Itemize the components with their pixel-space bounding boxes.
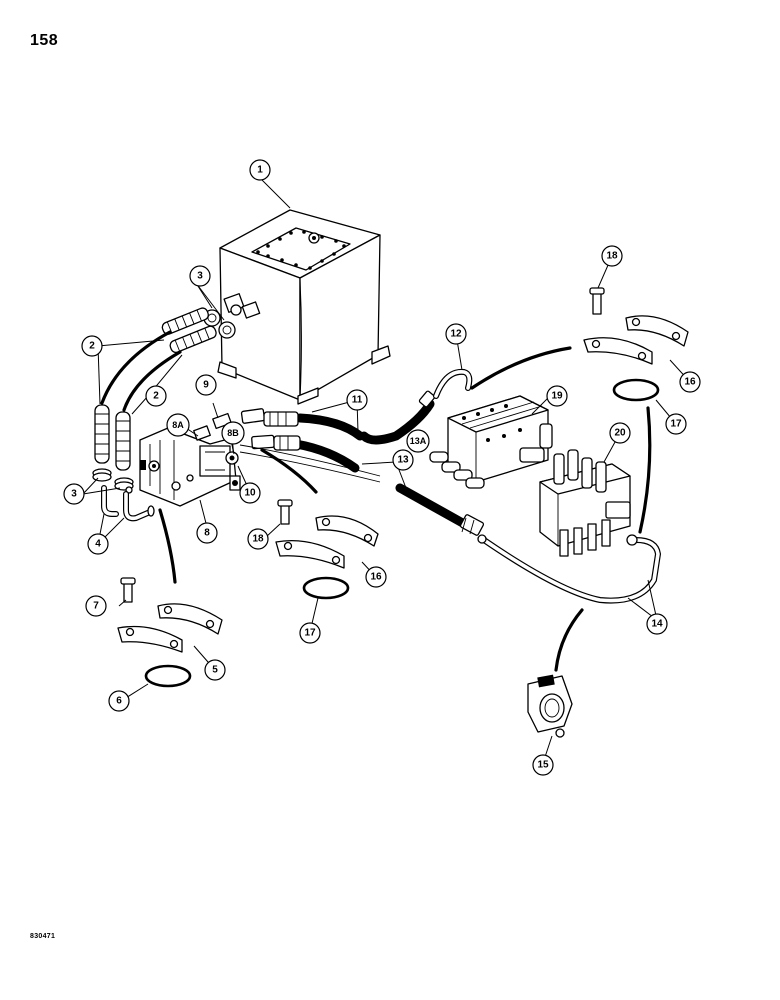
- svg-text:12: 12: [450, 329, 462, 340]
- control-valve: [429, 395, 553, 489]
- callout-13a: 13A: [406, 429, 430, 453]
- callout-14: 14: [646, 613, 668, 635]
- svg-text:14: 14: [651, 619, 663, 630]
- svg-text:8: 8: [204, 528, 210, 539]
- callout-17-lower: 17: [299, 622, 321, 644]
- callout-5: 5: [204, 659, 226, 681]
- long-hose: [239, 444, 485, 536]
- upper-flange-set: [583, 287, 689, 534]
- tube-assembly: [477, 534, 662, 672]
- svg-text:2: 2: [153, 391, 159, 402]
- auxiliary-control-valve: [539, 449, 631, 557]
- callout-17-upper: 17: [665, 413, 687, 435]
- callout-16-lower: 16: [365, 566, 387, 588]
- svg-text:1: 1: [257, 165, 263, 176]
- callout-10: 10: [239, 482, 261, 504]
- callout-13: 13: [392, 449, 414, 471]
- svg-text:16: 16: [370, 572, 382, 583]
- callout-2-lower: 2: [145, 385, 167, 407]
- callout-7: 7: [85, 595, 107, 617]
- svg-text:19: 19: [551, 391, 563, 402]
- svg-text:18: 18: [252, 534, 264, 545]
- tank-outlet-fittings: [203, 293, 261, 339]
- callout-9: 9: [195, 374, 217, 396]
- middle-flange-set: [260, 448, 379, 600]
- svg-text:17: 17: [304, 628, 316, 639]
- pump-flange-set: [117, 508, 223, 688]
- page-number: 158: [30, 32, 59, 49]
- callout-3-lower: 3: [63, 483, 85, 505]
- svg-text:11: 11: [352, 395, 363, 406]
- callout-1: 1: [249, 159, 271, 181]
- callout-2-upper: 2: [81, 335, 103, 357]
- suction-elbow-tubes: [101, 485, 155, 522]
- svg-text:10: 10: [244, 488, 256, 499]
- callout-8: 8: [196, 522, 218, 544]
- svg-text:18: 18: [606, 251, 618, 262]
- svg-text:13A: 13A: [410, 436, 427, 446]
- svg-text:4: 4: [95, 539, 101, 550]
- callout-4: 4: [87, 533, 109, 555]
- callout-3-upper: 3: [189, 265, 211, 287]
- svg-text:5: 5: [212, 665, 218, 676]
- tube-support-clamp: [527, 674, 573, 738]
- svg-text:3: 3: [71, 489, 77, 500]
- callout-12: 12: [445, 323, 467, 345]
- callout-18-upper: 18: [601, 245, 623, 267]
- svg-text:9: 9: [203, 380, 209, 391]
- hydraulic-pump: [139, 427, 241, 507]
- callout-18-lower: 18: [247, 528, 269, 550]
- hydraulic-reservoir-tank: [203, 209, 391, 405]
- callout-8b: 8B: [221, 421, 245, 445]
- svg-text:6: 6: [116, 696, 122, 707]
- svg-text:13: 13: [397, 455, 409, 466]
- pressure-hoses: [240, 390, 436, 473]
- callout-19: 19: [546, 385, 568, 407]
- suction-hoses: [94, 307, 217, 471]
- svg-text:20: 20: [614, 428, 626, 439]
- callout-16-upper: 16: [679, 371, 701, 393]
- svg-text:3: 3: [197, 271, 203, 282]
- return-tube: [433, 346, 572, 399]
- svg-text:8B: 8B: [227, 428, 239, 438]
- callout-15: 15: [532, 754, 554, 776]
- svg-text:16: 16: [684, 377, 696, 388]
- callout-20: 20: [609, 422, 631, 444]
- pump-fittings: [193, 412, 239, 465]
- callout-8a: 8A: [166, 413, 190, 437]
- callout-6: 6: [108, 690, 130, 712]
- svg-text:7: 7: [93, 601, 99, 612]
- callout-11: 11: [346, 389, 368, 411]
- svg-text:2: 2: [89, 341, 95, 352]
- svg-text:8A: 8A: [172, 420, 184, 430]
- figure-code: 830471: [30, 933, 56, 940]
- valve-spools: [429, 423, 553, 489]
- svg-text:15: 15: [537, 760, 549, 771]
- svg-text:17: 17: [670, 419, 682, 430]
